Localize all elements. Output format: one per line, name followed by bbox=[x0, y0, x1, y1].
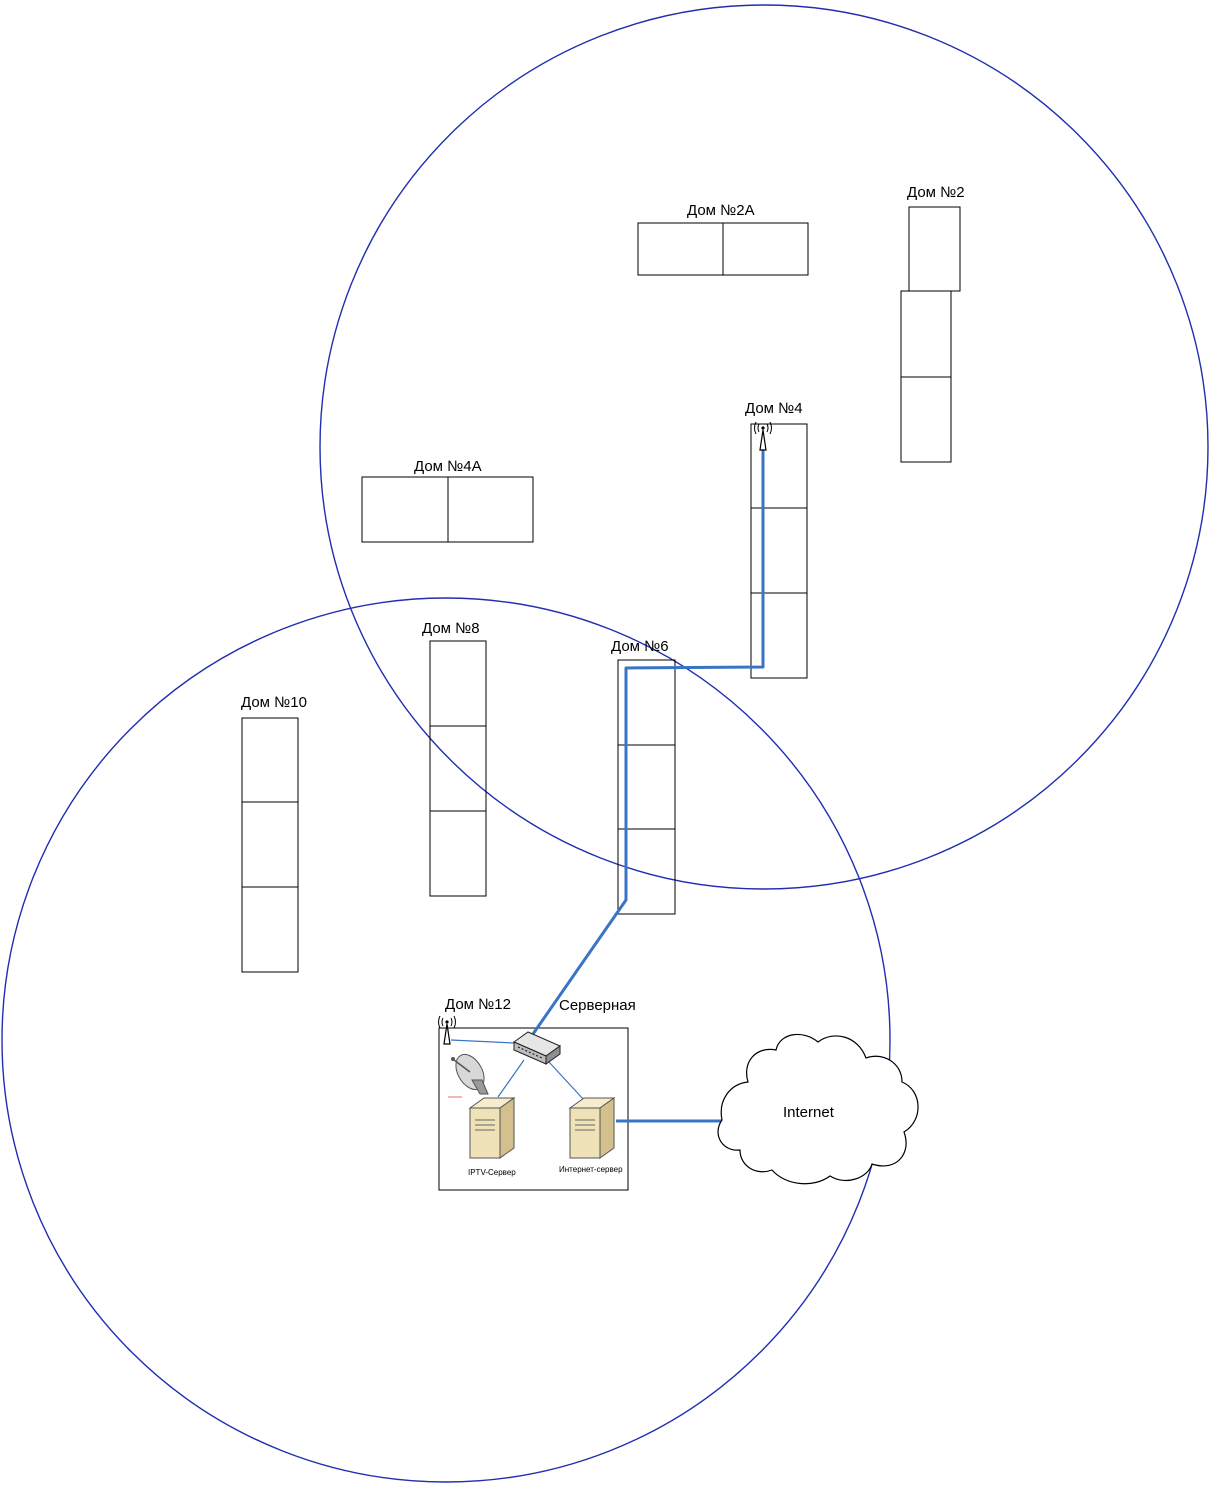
coverage-circle-north bbox=[319, 4, 1209, 890]
cloud-icon bbox=[717, 1033, 919, 1185]
link-switch-iptv bbox=[497, 1059, 525, 1098]
label-dom10: Дом №10 bbox=[241, 694, 307, 711]
label-server-room: Серверная bbox=[559, 997, 636, 1014]
link-switch-internet-server bbox=[548, 1061, 585, 1101]
antenna-icon bbox=[754, 421, 772, 451]
label-dom4a: Дом №4А bbox=[414, 458, 482, 475]
building-dom12-server-room bbox=[438, 1027, 629, 1191]
label-iptv-server: IPTV-Сервер bbox=[468, 1168, 516, 1177]
label-dom2a: Дом №2А bbox=[687, 202, 755, 219]
label-dom2: Дом №2 bbox=[907, 184, 965, 201]
server-icon bbox=[568, 1097, 616, 1159]
backbone-link bbox=[531, 450, 765, 1035]
label-internet-cloud: Internet bbox=[783, 1104, 835, 1121]
building-dom10 bbox=[241, 717, 299, 973]
coverage-circle-south bbox=[1, 597, 891, 1483]
satellite-dish-icon bbox=[448, 1053, 489, 1098]
building-dom4a bbox=[361, 476, 534, 543]
antenna-icon bbox=[438, 1015, 456, 1045]
network-switch-icon bbox=[512, 1031, 562, 1065]
label-dom12: Дом №12 bbox=[445, 996, 511, 1013]
building-dom2a bbox=[637, 222, 809, 276]
label-internet-server: Интернет-сервер bbox=[559, 1165, 623, 1174]
server-icon bbox=[468, 1097, 516, 1159]
label-dom8: Дом №8 bbox=[422, 620, 480, 637]
building-dom8 bbox=[429, 640, 487, 897]
link-antenna-switch bbox=[450, 1039, 515, 1044]
building-dom2 bbox=[900, 206, 961, 463]
label-dom6: Дом №6 bbox=[611, 638, 669, 655]
building-dom4 bbox=[750, 423, 808, 679]
label-dom4: Дом №4 bbox=[745, 400, 803, 417]
